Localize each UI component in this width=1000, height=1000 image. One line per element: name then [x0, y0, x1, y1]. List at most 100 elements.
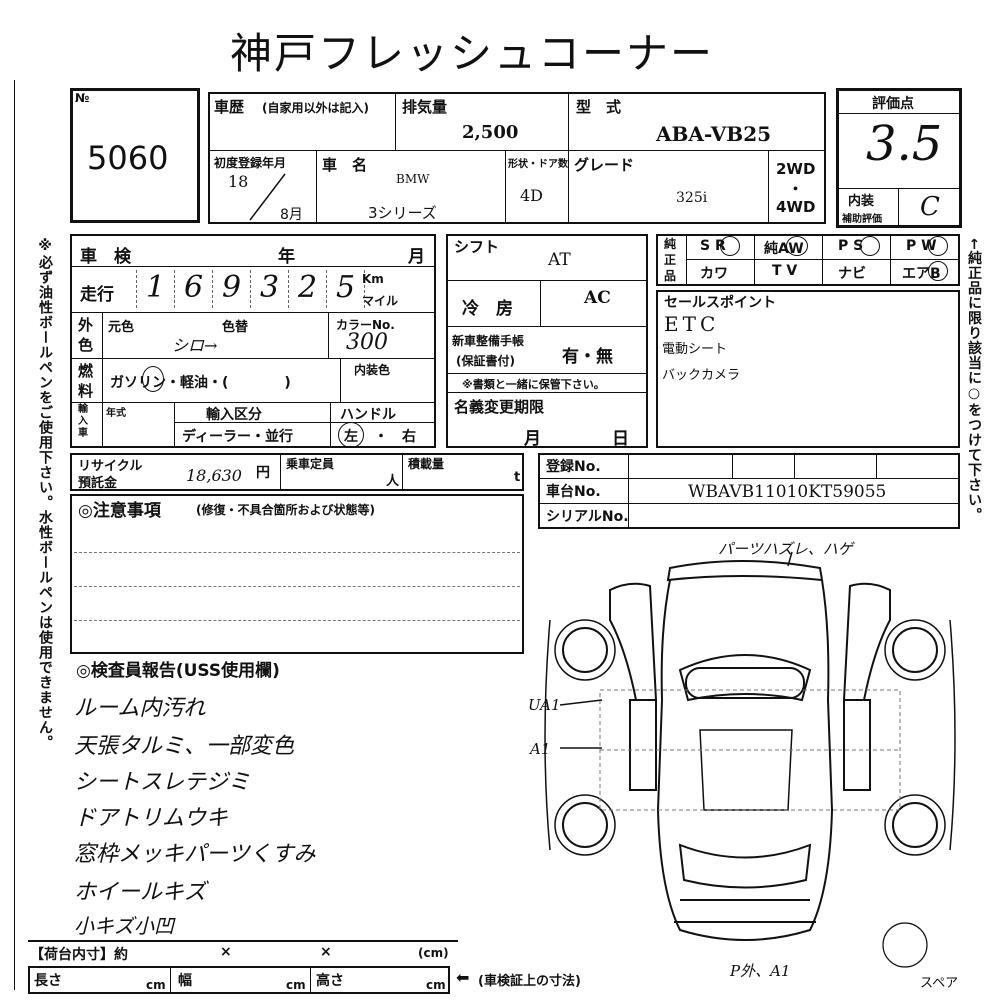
inspector-line: 天張タルミ、一部変色 [74, 734, 295, 759]
vehicle-info-block [70, 234, 436, 448]
grade-label: グレード [574, 156, 635, 174]
shift-label: シフト [454, 238, 500, 256]
capacity-unit: 人 [386, 474, 400, 489]
cargo-unit: (cm) [418, 946, 449, 960]
fuel-side-2: 料 [78, 382, 94, 400]
interior-color-label: 内装色 [354, 363, 391, 377]
score-box [836, 88, 962, 228]
displacement-label: 排気量 [402, 98, 448, 116]
mileage-digit: 3 [250, 270, 288, 308]
fuel-side-1: 燃 [78, 362, 94, 380]
load-label: 積載量 [408, 457, 445, 471]
ps-circle-mark [860, 236, 880, 256]
cargo-x1: × [220, 944, 232, 960]
color-change-label: 色替 [222, 320, 249, 335]
inspection-label: 車 検 [80, 247, 131, 267]
car-name: 3シリーズ [368, 204, 437, 222]
cargo-x2: × [320, 944, 332, 960]
dims-block [28, 966, 450, 994]
chassis-value: WBAVB11010KT59055 [688, 482, 887, 502]
inspector-line: 小キズ小凹 [74, 914, 174, 938]
first-reg-label: 初度登録年月 [214, 156, 287, 170]
mileage-digits: 1 6 9 3 2 5 [136, 270, 365, 308]
car-maker: BMW [396, 172, 430, 186]
dims-note: (車検証上の寸法) [478, 974, 581, 989]
height-label: 高さ [316, 973, 344, 989]
inspector-line: ルーム内汚れ [74, 696, 206, 721]
notes-subtitle: (修復・不具合箇所および状態等) [196, 503, 375, 517]
inspector-line: ドアトリムウキ [74, 806, 229, 831]
spare-label: スペア [920, 976, 959, 991]
warranty-note: ※書類と一緒に保管下さい。 [462, 378, 605, 391]
chassis-label: 車台No. [546, 484, 601, 500]
interior-label: 内装 [848, 194, 875, 209]
cargo-label: 【荷台内寸】約 [30, 947, 128, 963]
ac-value: AC [584, 288, 611, 308]
lot-number-box: № 5060 [70, 88, 200, 223]
inspector-title: ◎検査員報告(USS使用欄) [76, 661, 280, 681]
lot-number: 5060 [87, 139, 169, 177]
doors-label: 形状・ドア数 [508, 159, 568, 170]
handle-right: 右 [402, 429, 416, 445]
height-unit: cm [426, 978, 446, 992]
model-type-label: 型 式 [576, 98, 622, 116]
notes-block [70, 494, 524, 654]
car-name-label: 車 名 [322, 156, 368, 174]
fuel-options: ガソリン・軽油・( ) [110, 375, 291, 391]
lot-mark: № [75, 91, 90, 105]
header-grid [208, 92, 826, 224]
sr-circle-mark [720, 236, 740, 256]
selling-point-seat: 電動シート [662, 342, 728, 357]
color-code-value: 300 [346, 330, 388, 355]
inspector-line: ホイールキズ [74, 880, 207, 905]
capacity-label: 乗車定員 [286, 457, 335, 471]
handle-left-circle-mark [338, 422, 364, 448]
length-unit: cm [146, 978, 166, 992]
shift-value: AT [548, 250, 571, 270]
selling-point-etc: ETC [664, 312, 720, 336]
displacement-value: 2,500 [462, 122, 519, 143]
inspector-line: 窓枠メッキパーツくすみ [74, 842, 316, 867]
genuine-parts-block [656, 234, 960, 286]
doors-value: 4D [520, 186, 544, 205]
history-note: (自家用以外は記入) [262, 101, 369, 115]
page-title: 神戸フレッシュコーナー [230, 29, 715, 78]
registration-block [538, 453, 960, 529]
drive-2wd: 2WD [776, 160, 816, 178]
import-type-value: ディーラー・並行 [182, 429, 294, 445]
inspector-line: シートスレテジミ [74, 770, 251, 795]
gasoline-circle-mark [142, 366, 164, 392]
genuine-sr: S R [700, 238, 726, 254]
color-orig-value: シロ→ [172, 336, 218, 355]
mileage-km: Km [362, 272, 384, 286]
score-label: 評価点 [872, 96, 914, 112]
recycle-label: リサイクル [78, 459, 143, 474]
color-side-2: 色 [78, 336, 94, 354]
genuine-tv: T V [772, 263, 798, 279]
genuine-navi: ナビ [838, 266, 866, 282]
width-unit: cm [286, 978, 306, 992]
mileage-digit: 6 [174, 270, 212, 308]
grade-value: 325i [676, 190, 708, 206]
drive-dot: ・ [788, 180, 804, 198]
warranty-sub-label: (保証書付) [456, 354, 515, 368]
warranty-value: 有・無 [562, 347, 613, 367]
recycle-block [70, 453, 524, 491]
import-year-label: 年式 [106, 408, 126, 419]
arrow-left-icon: ⬅ [456, 968, 470, 987]
color-orig-label: 元色 [108, 320, 135, 335]
diagram-note-u: UA1 [528, 696, 561, 714]
genuine-note: ←純正品に限り該当に○をつけて下さい。 [966, 238, 982, 523]
genuine-ps: P S [838, 238, 864, 254]
name-change-label: 名義変更期限 [454, 398, 545, 416]
score-value: 3.5 [866, 116, 943, 172]
selling-points-label: セールスポイント [664, 295, 776, 311]
selling-points-block [656, 290, 960, 448]
first-reg-month: 8月 [280, 207, 303, 223]
mileage-digit: 2 [288, 270, 326, 308]
first-reg-year: 18 [228, 172, 249, 191]
recycle-unit: 円 [256, 465, 270, 481]
ac-label: 冷 房 [462, 299, 513, 319]
interior-value: C [920, 192, 940, 222]
genuine-side-label: 純正品 [664, 237, 677, 283]
